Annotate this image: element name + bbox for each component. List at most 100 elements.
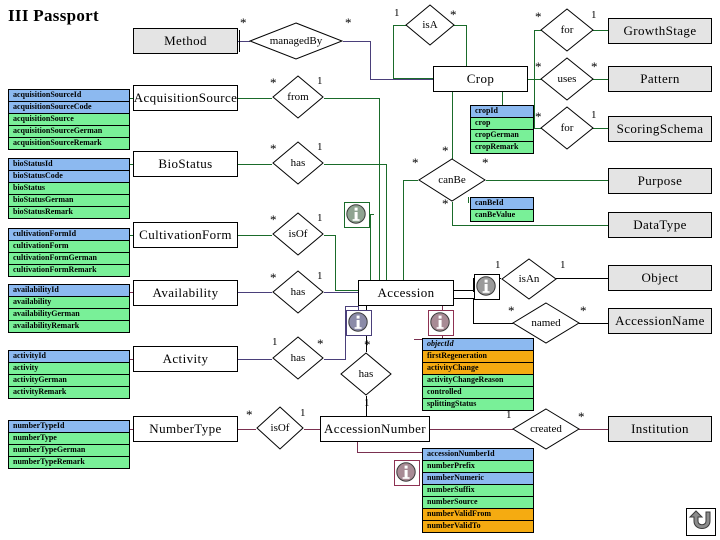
entity-object[interactable]: Object bbox=[608, 265, 712, 291]
entity-method[interactable]: Method bbox=[133, 28, 238, 54]
attribute-row[interactable]: bioStatusId bbox=[9, 159, 129, 171]
link-act-attrs bbox=[130, 359, 133, 360]
entity-biostatus[interactable]: BioStatus bbox=[133, 151, 238, 177]
entity-cultivationform[interactable]: CultivationForm bbox=[133, 222, 238, 248]
attribute-row[interactable]: cropGerman bbox=[471, 130, 533, 142]
attribute-row[interactable]: numberType bbox=[9, 433, 129, 445]
attribute-row[interactable]: canBeValue bbox=[471, 210, 533, 221]
diamond-shape bbox=[418, 158, 486, 202]
attribute-row[interactable]: acquisitionSource bbox=[9, 114, 129, 126]
attribute-row[interactable]: firstRegeneration bbox=[423, 351, 533, 363]
entity-growthstage[interactable]: GrowthStage bbox=[608, 18, 712, 44]
info-cultivation-info-icon[interactable] bbox=[344, 202, 370, 228]
entity-crop[interactable]: Crop bbox=[433, 66, 528, 92]
diamond-shape bbox=[501, 258, 557, 300]
entity-purpose[interactable]: Purpose bbox=[608, 168, 712, 194]
relationship-has-activity[interactable]: has bbox=[272, 336, 324, 380]
relationship-isof-numbertype[interactable]: isOf bbox=[256, 406, 304, 450]
attribute-row[interactable]: acquisitionSourceGerman bbox=[9, 126, 129, 138]
relationship-isa-crop[interactable]: isA bbox=[405, 4, 455, 46]
link-bs-attrs bbox=[130, 164, 133, 165]
attribute-row[interactable]: cultivationForm bbox=[9, 241, 129, 253]
relationship-uses-pattern[interactable]: uses bbox=[540, 57, 594, 101]
attribute-row[interactable]: crop bbox=[471, 118, 533, 130]
entity-accession[interactable]: Accession bbox=[358, 280, 454, 306]
relationship-label: has bbox=[290, 157, 306, 169]
attribute-row[interactable]: activity bbox=[9, 363, 129, 375]
link-as-attrs bbox=[130, 98, 133, 99]
attribute-row[interactable]: numberPrefix bbox=[423, 461, 533, 473]
attribute-row[interactable]: activityGerman bbox=[9, 375, 129, 387]
entity-accessionnumber[interactable]: AccessionNumber bbox=[320, 416, 430, 442]
relationship-has-availability[interactable]: has bbox=[272, 270, 324, 314]
relationship-has-accessionnumber[interactable]: has bbox=[340, 352, 392, 396]
entity-datatype[interactable]: DataType bbox=[608, 212, 712, 238]
entity-activity[interactable]: Activity bbox=[133, 346, 238, 372]
diamond-shape bbox=[540, 106, 594, 150]
information-icon bbox=[346, 204, 366, 224]
attribute-row[interactable]: activityChange bbox=[423, 363, 533, 375]
info-accessionnumber-info-icon[interactable] bbox=[394, 460, 420, 486]
attribute-row[interactable]: numberSource bbox=[423, 497, 533, 509]
entity-pattern[interactable]: Pattern bbox=[608, 66, 712, 92]
relationship-for-growthstage[interactable]: for bbox=[540, 8, 594, 52]
relationship-isof-cultivationform[interactable]: isOf bbox=[272, 212, 324, 256]
cardinality-c-has-bio-right: 1 bbox=[317, 141, 323, 153]
attribute-row[interactable]: bioStatusCode bbox=[9, 171, 129, 183]
attribute-row[interactable]: numberSuffix bbox=[423, 485, 533, 497]
relationship-from[interactable]: from bbox=[272, 75, 324, 119]
attribute-row[interactable]: cultivationFormGerman bbox=[9, 253, 129, 265]
attribute-row[interactable]: splittingStatus bbox=[423, 399, 533, 410]
attribute-row[interactable]: availability bbox=[9, 297, 129, 309]
entity-accessionname[interactable]: AccessionName bbox=[608, 308, 712, 334]
relationship-canbe[interactable]: canBe bbox=[418, 158, 486, 202]
attribute-row[interactable]: numberTypeRemark bbox=[9, 457, 129, 468]
relationship-named-accessionname[interactable]: named bbox=[512, 302, 580, 344]
relationship-isan-object[interactable]: isAn bbox=[501, 258, 557, 300]
attribute-row[interactable]: accessionNumberId bbox=[423, 449, 533, 461]
entity-acquisitionsource[interactable]: AcquisitionSource bbox=[133, 85, 238, 111]
attribute-row[interactable]: objectId bbox=[423, 339, 533, 351]
attribute-row[interactable]: availabilityId bbox=[9, 285, 129, 297]
attribute-row[interactable]: availabilityGerman bbox=[9, 309, 129, 321]
relationship-created-institution[interactable]: created bbox=[512, 408, 580, 450]
entity-availability[interactable]: Availability bbox=[133, 280, 238, 306]
relationship-managedby[interactable]: managedBy bbox=[249, 22, 343, 60]
attribute-row[interactable]: numberNumeric bbox=[423, 473, 533, 485]
attribute-row[interactable]: activityChangeReason bbox=[423, 375, 533, 387]
info-accession-info-icon[interactable] bbox=[428, 310, 454, 336]
info-availability-info-icon[interactable] bbox=[346, 310, 372, 336]
attribute-row[interactable]: cultivationFormRemark bbox=[9, 265, 129, 276]
relationship-has-biostatus[interactable]: has bbox=[272, 141, 324, 185]
attribute-row[interactable]: bioStatusGerman bbox=[9, 195, 129, 207]
link-canbe-datatype bbox=[452, 225, 608, 226]
attribute-row[interactable]: bioStatusRemark bbox=[9, 207, 129, 218]
link-has-act-v bbox=[345, 306, 346, 360]
back-button[interactable] bbox=[686, 508, 716, 536]
attribute-row[interactable]: numberValidTo bbox=[423, 521, 533, 532]
attribute-row[interactable]: activityId bbox=[9, 351, 129, 363]
attribute-row[interactable]: acquisitionSourceRemark bbox=[9, 138, 129, 149]
attribute-row[interactable]: numberTypeGerman bbox=[9, 445, 129, 457]
attribute-row[interactable]: acquisitionSourceCode bbox=[9, 102, 129, 114]
attribute-row[interactable]: bioStatus bbox=[9, 183, 129, 195]
link-canbe-purpose bbox=[486, 180, 608, 181]
attribute-row[interactable]: canBeId bbox=[471, 198, 533, 210]
attribute-row[interactable]: controlled bbox=[423, 387, 533, 399]
link-created-institution bbox=[579, 429, 608, 430]
attribute-row[interactable]: cropId bbox=[471, 106, 533, 118]
attribute-row[interactable]: acquisitionSourceId bbox=[9, 90, 129, 102]
entity-scoringschema[interactable]: ScoringSchema bbox=[608, 116, 712, 142]
entity-numbertype[interactable]: NumberType bbox=[133, 416, 238, 442]
attribute-row[interactable]: cultivationFormId bbox=[9, 229, 129, 241]
cardinality-c-has-av-left: * bbox=[270, 270, 277, 285]
relationship-for-scoringschema[interactable]: for bbox=[540, 106, 594, 150]
attribute-row[interactable]: numberTypeId bbox=[9, 421, 129, 433]
attribute-row[interactable]: activityRemark bbox=[9, 387, 129, 398]
entity-institution[interactable]: Institution bbox=[608, 416, 712, 442]
attribute-row[interactable]: availabilityRemark bbox=[9, 321, 129, 332]
attribute-row[interactable]: cropRemark bbox=[471, 142, 533, 153]
info-object-info-icon[interactable] bbox=[474, 274, 500, 300]
attribute-row[interactable]: numberValidFrom bbox=[423, 509, 533, 521]
